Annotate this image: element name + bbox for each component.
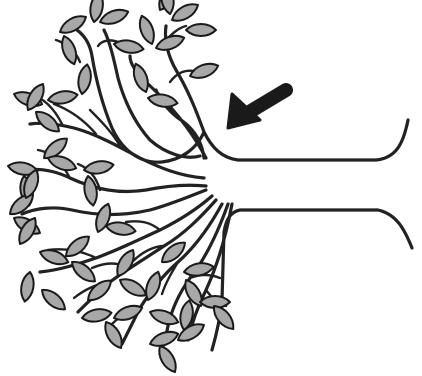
leaf bbox=[38, 285, 69, 313]
leaf bbox=[188, 60, 220, 82]
leaf bbox=[117, 275, 149, 300]
leaf bbox=[147, 92, 179, 109]
leaf bbox=[158, 238, 189, 266]
leaf bbox=[76, 63, 93, 95]
leaf bbox=[47, 89, 79, 106]
leaf-cluster bbox=[6, 0, 238, 375]
leaf bbox=[57, 12, 89, 37]
leaf bbox=[105, 220, 137, 237]
leaf bbox=[62, 232, 93, 260]
leaf bbox=[83, 159, 115, 176]
leaf bbox=[32, 107, 63, 135]
leaf bbox=[148, 306, 180, 328]
arrow-icon bbox=[228, 90, 286, 128]
leaf bbox=[155, 343, 180, 375]
leaf bbox=[58, 34, 80, 66]
leaf bbox=[186, 24, 216, 36]
leaf bbox=[81, 307, 113, 324]
leaf bbox=[19, 271, 36, 303]
leaf bbox=[136, 14, 158, 46]
